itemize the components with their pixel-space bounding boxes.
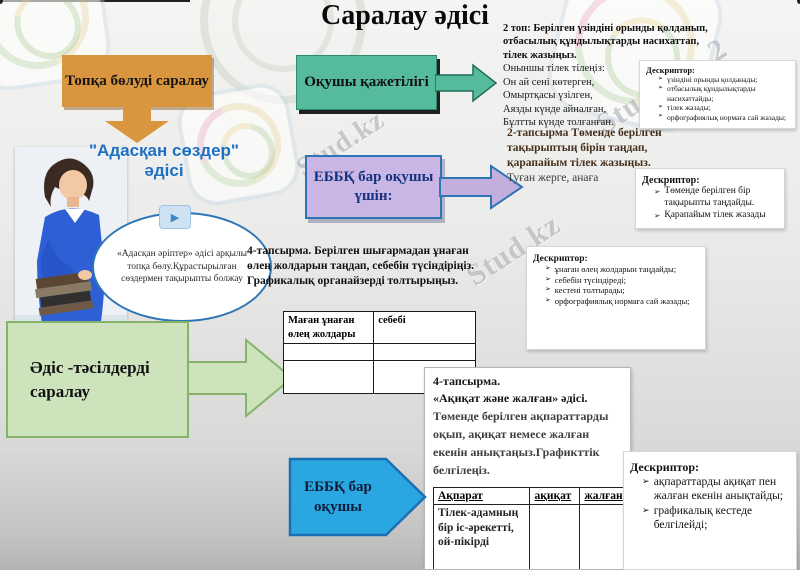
descriptor-item: ақпараттарды ақиқат пен жалған екенін ан… [630,475,791,504]
table2-header-col3: жалған [579,486,628,506]
right-arrow-green [188,337,294,419]
table2-empty-cell [579,504,628,569]
table2-empty-cell [529,504,581,569]
descriptor-item: орфографиялық нормаға сай жазады; [646,113,790,122]
task-group2-bold: 2 топ: Берілген үзіндіні орынды қолданып… [503,23,708,61]
down-arrow [105,107,169,143]
methods-differentiation-box: Әдіс -тәсілдерді саралау [6,321,189,438]
ebbq-student-label: ЕББҚ бар оқушы [304,478,372,515]
ebbq-student-for-box: ЕББҚ бар оқушы үшін: [305,155,442,219]
method-title: "Адасқан сөздер" әдісі [58,141,270,180]
descriptor-title: Дескриптор: [630,460,700,474]
table1-empty-cell [373,343,476,362]
descriptor-card-1: Дескриптор: үзіндіні орынды қолданады; о… [639,60,796,129]
method-title-line1: "Адасқан сөздер" [89,141,239,160]
descriptor-item: себебін түсіндіреді; [533,275,700,286]
descriptor-item: графикалық кестеде белгілейді; [630,504,791,533]
student-need-box: Оқушы қажетілігі [296,55,437,110]
group-division-box: Топқа бөлуді саралау [62,55,212,107]
teacher-photo [15,147,127,331]
descriptor-item: тілек жазады; [646,103,790,112]
task2-bold: 2-тапсырма Төменде берілген тақырыптың б… [507,127,662,169]
descriptor-card-2: Дескриптор: Төменде берілген бір тақырып… [635,168,785,229]
method-speech-bubble: «Адасқан әріптер» әдісі арқылы топқа бөл… [92,212,272,322]
poem-line: Бұлтты күнде толғанған. [503,117,614,129]
descriptor-item: отбасылық құндылықтарды насихаттайды; [646,84,790,103]
right-arrow-purple [439,164,524,210]
table2-header-col2: ақиқат [529,486,581,506]
method-title-line2: әдісі [144,160,184,180]
task4b-method: «Ақиқат және жалған» әдісі. [433,391,588,405]
descriptor-card-3: Дескриптор: ұнаған өлең жолдарын таңдайд… [526,246,706,350]
task4b-instruction: Төменде берілген ақпараттарды оқып, ақиқ… [433,409,609,477]
right-arrow-teal [435,63,498,103]
descriptor-item: Төменде берілген бір тақырыпты таңдайды. [642,186,779,210]
play-icon: ▶ [170,210,180,224]
page-title: Саралау әдісі [321,0,489,31]
descriptor-title: Дескриптор: [533,254,588,264]
descriptor-item: үзіндіні орынды қолданады; [646,75,790,84]
ebbq-student-box: ЕББҚ бар оқушы [288,457,428,537]
task4a-text: 4-тапсырма. Берілген шығармадан ұнаған ө… [247,245,475,287]
descriptor-card-4: Дескриптор: ақпараттарды ақиқат пен жалғ… [623,451,797,570]
true-false-table: Ақпарат ақиқат жалған Тілек-адамның бір … [432,486,628,569]
task2-text: 2-тапсырма Төменде берілген тақырыптың б… [507,126,667,186]
descriptor-title: Дескриптор: [646,65,695,75]
table1-header-col1: Маған ұнаған өлең жолдары [282,310,375,345]
true-false-panel: 4-тапсырма. «Ақиқат және жалған» әдісі. … [424,367,631,570]
poem-line: Омыртқасы үзілген, [503,90,593,102]
table1-header-col2: себебі [373,310,476,345]
poem-line: Аязды күнде айналған, [503,103,607,115]
pentagon-arrow-shape [288,457,427,537]
table2-header-col1: Ақпарат [432,486,531,506]
task-group2-text: 2 топ: Берілген үзіндіні орынды қолданып… [503,22,723,130]
method-description: «Адасқан әріптер» әдісі арқылы топқа бөл… [116,248,248,285]
task2-topics: Туған жерге, анаға [507,171,599,184]
table1-empty-cell [282,343,375,362]
table2-row1-info: Тілек-адамның бір іс-әрекетті, ой-пікірд… [432,504,531,569]
descriptor-item: ұнаған өлең жолдарын таңдайды; [533,264,700,275]
task4b-title: 4-тапсырма. [433,374,501,388]
poem-line: Оныншы тілек тілеңіз: [503,63,605,75]
descriptor-item: Қарапайым тілек жазады [642,210,779,222]
descriptor-item: кестені толтырады; [533,285,700,296]
descriptor-item: орфографиялық нормаға сай жазады; [533,296,700,307]
video-play-button[interactable]: ▶ [159,205,191,229]
poem-line: Он ай сені көтерген, [503,76,595,88]
table1-empty-cell [282,360,375,395]
descriptor-title: Дескриптор: [642,175,700,186]
